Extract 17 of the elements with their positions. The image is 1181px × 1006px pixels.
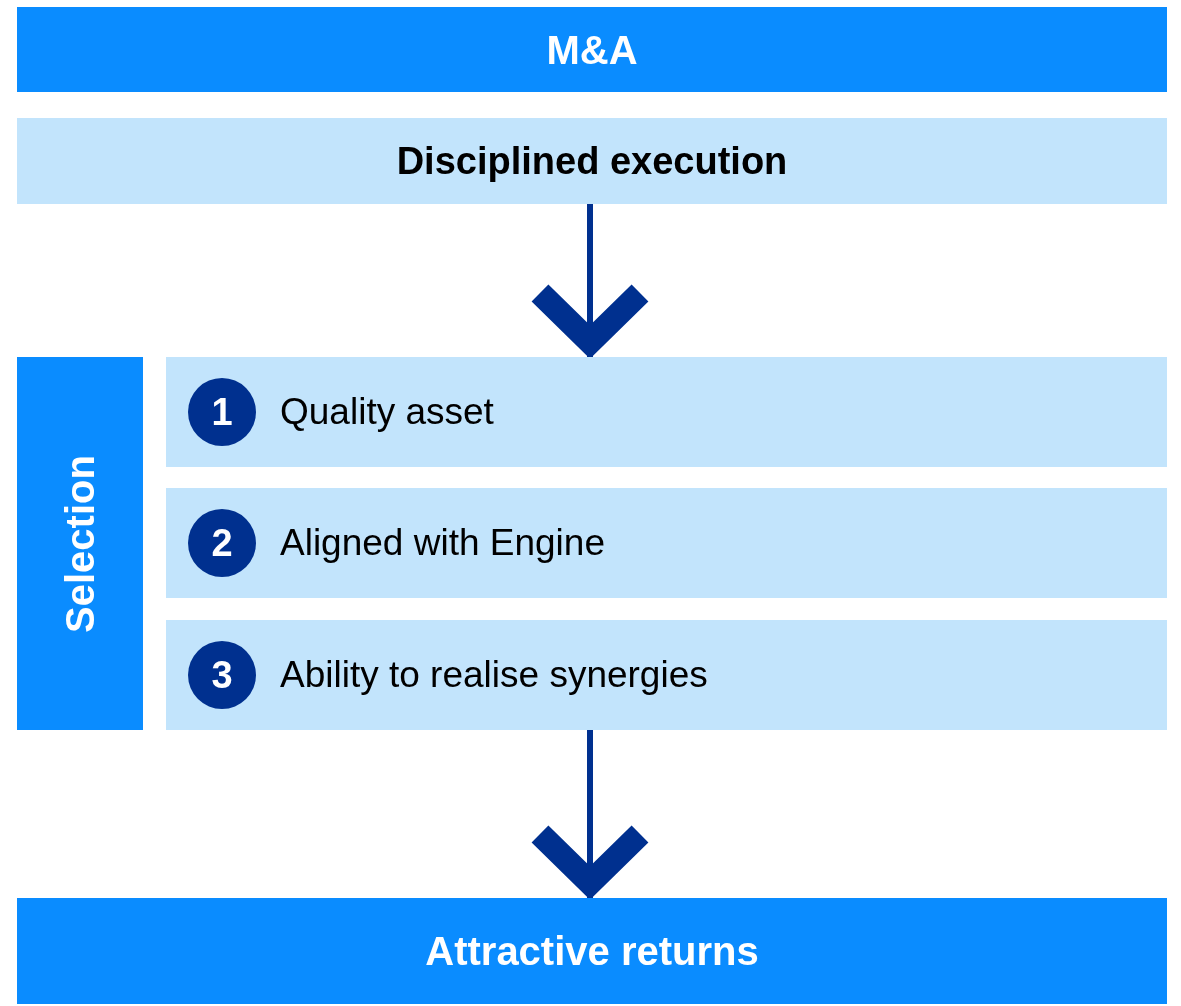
node-label: Ability to realise synergies — [280, 653, 708, 698]
node-label: 3 — [211, 652, 233, 698]
node-label: Attractive returns — [425, 928, 759, 975]
header-bar — [17, 7, 1167, 92]
item-box — [166, 620, 1167, 730]
header-bar — [17, 898, 1167, 1004]
node-label: Quality asset — [280, 390, 494, 435]
banner-box — [17, 118, 1167, 204]
node-label: M&A — [546, 26, 638, 74]
side-label-box — [17, 357, 143, 730]
node-label: 2 — [211, 520, 233, 566]
node-label: Disciplined execution — [396, 138, 788, 184]
item-box — [166, 488, 1167, 598]
item-box — [166, 357, 1167, 467]
node-label: Selection — [57, 454, 103, 633]
node-label: 1 — [211, 389, 233, 435]
node-label: Aligned with Engine — [280, 521, 605, 566]
